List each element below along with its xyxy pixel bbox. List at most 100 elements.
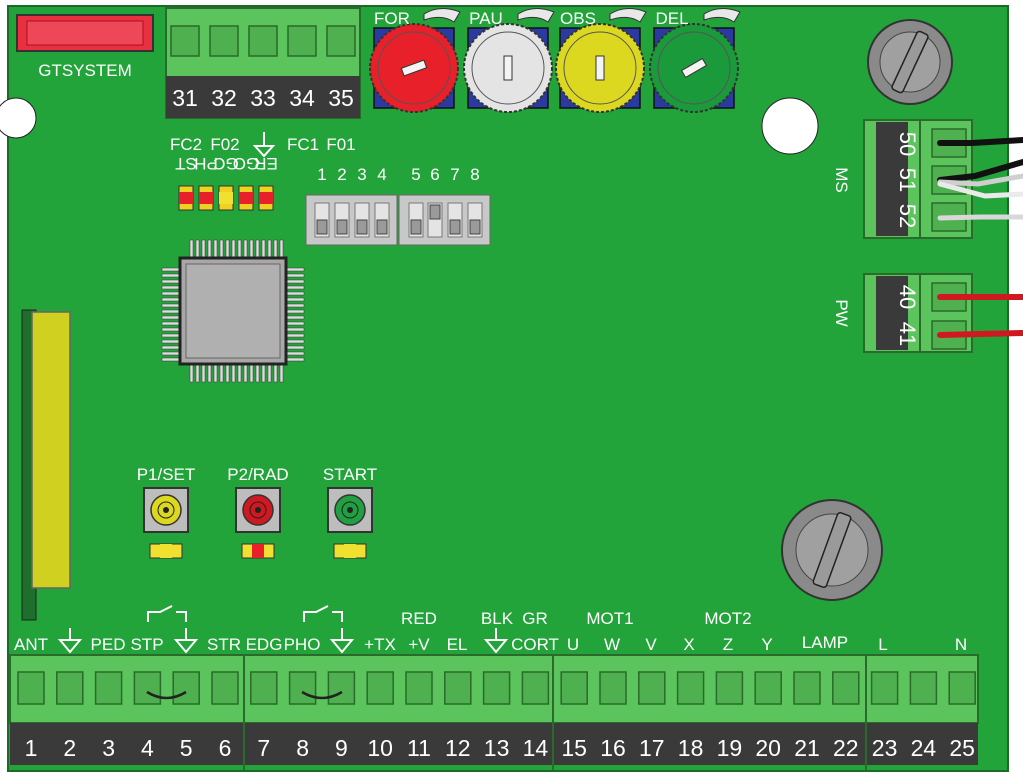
terminal-number: 22 <box>833 735 859 761</box>
chip-pin <box>207 239 212 259</box>
jumper-wire <box>146 690 187 700</box>
chip-pin <box>231 363 236 383</box>
terminal-number: 16 <box>600 735 626 761</box>
chip-pin <box>285 309 305 314</box>
label-y: Y <box>761 635 772 654</box>
terminal-number: 9 <box>335 735 348 761</box>
chip-pin <box>285 321 305 326</box>
label-ped: PED <box>91 635 126 654</box>
push-button-center <box>163 507 169 513</box>
chip-pin <box>161 333 181 338</box>
trimmer-del[interactable]: DEL <box>649 8 741 113</box>
button-p2-rad[interactable]: P2/RAD <box>227 465 288 484</box>
brand-logo: GTSYSTEM <box>16 14 154 80</box>
terminal-number: 23 <box>872 735 898 761</box>
label-pho: PHO <box>284 635 321 654</box>
terminal-screw <box>793 671 821 705</box>
chip-pin <box>249 363 254 383</box>
terminal-screw <box>327 671 356 705</box>
ground-icon <box>329 628 355 654</box>
chip-pin <box>249 239 254 259</box>
chip-pin <box>237 239 242 259</box>
terminal-number: 31 <box>172 85 198 111</box>
terminal-number: 21 <box>794 735 820 761</box>
dip-lever[interactable] <box>429 204 441 220</box>
chip-pin <box>285 297 305 302</box>
terminal-screw <box>715 671 744 705</box>
dip-lever[interactable] <box>410 219 422 235</box>
chip-pin <box>161 321 181 326</box>
trimmer-obs[interactable]: OBS <box>555 8 647 113</box>
label-el: EL <box>447 635 468 654</box>
trimmer-for[interactable]: FOR <box>369 8 461 113</box>
terminal-number: 20 <box>755 735 781 761</box>
label-gr: GR <box>522 609 548 628</box>
terminal-number: 12 <box>445 735 471 761</box>
terminal-screw <box>599 671 627 705</box>
chip-pin <box>161 267 181 272</box>
chip-pin <box>285 273 305 278</box>
dip-number: 2 <box>337 165 346 184</box>
label-v: +V <box>408 635 430 654</box>
trimmer-pau[interactable]: PAU <box>463 8 555 113</box>
terminal-number: 17 <box>639 735 665 761</box>
terminal-screw <box>676 671 705 705</box>
chip-pin <box>225 239 230 259</box>
dip-number: 4 <box>377 165 386 184</box>
dip-lever[interactable] <box>469 219 481 235</box>
chip-pin <box>285 267 305 272</box>
chip-pin <box>161 345 181 350</box>
terminal-screw <box>482 671 511 705</box>
dip-switch[interactable]: 1 2 3 4 5 6 7 8 <box>305 165 491 246</box>
switch-nc-icon <box>147 605 187 622</box>
chip-pin <box>201 363 206 383</box>
trimmer-slot-icon <box>503 55 513 81</box>
terminal-number: 18 <box>678 735 704 761</box>
terminal-number: 34 <box>289 85 315 111</box>
chip-pin <box>161 339 181 344</box>
brand-text: GTSYSTEM <box>38 61 132 80</box>
chip-pin <box>161 327 181 332</box>
trimmer-label: DEL <box>655 9 688 28</box>
button-led-lens <box>252 544 264 558</box>
terminal-screw <box>560 671 588 705</box>
label-mot1: MOT1 <box>586 609 633 628</box>
dip-lever[interactable] <box>376 219 388 235</box>
button-p1-set[interactable]: P1/SET <box>137 465 196 484</box>
status-led-lens <box>259 192 273 204</box>
dip-number: 3 <box>357 165 366 184</box>
terminal-number: 4 <box>141 735 154 761</box>
status-led-lens <box>179 192 193 204</box>
ms-label: MS <box>832 167 851 193</box>
ground-icon <box>252 132 276 158</box>
terminal-number: 19 <box>717 735 743 761</box>
chip-pin <box>161 357 181 362</box>
dip-number: 5 <box>411 165 420 184</box>
label-u: U <box>567 635 579 654</box>
led-label-go: GO <box>233 154 259 173</box>
terminal-number: 13 <box>484 735 510 761</box>
dip-number: 7 <box>450 165 459 184</box>
dip-lever[interactable] <box>356 219 368 235</box>
terminal-screw <box>211 671 239 705</box>
label-str: STR <box>207 635 241 654</box>
dip-lever[interactable] <box>316 219 328 235</box>
ground-icon <box>483 628 509 654</box>
chip-pin <box>285 285 305 290</box>
wire-gray <box>937 173 1023 187</box>
chip-pin <box>161 279 181 284</box>
terminal-number: 2 <box>63 735 76 761</box>
button-label: P2/RAD <box>227 465 288 484</box>
ground-icon <box>57 628 83 654</box>
chip-pin <box>285 339 305 344</box>
jumper-wire <box>301 690 343 700</box>
direction-arrow-icon <box>517 8 555 23</box>
dip-lever[interactable] <box>336 219 348 235</box>
dip-lever[interactable] <box>449 219 461 235</box>
button-start[interactable]: START <box>323 465 377 484</box>
chip-pin <box>285 351 305 356</box>
terminal-screw <box>17 671 45 705</box>
chip-pin <box>261 363 266 383</box>
led-label-ph: PH <box>194 154 218 173</box>
